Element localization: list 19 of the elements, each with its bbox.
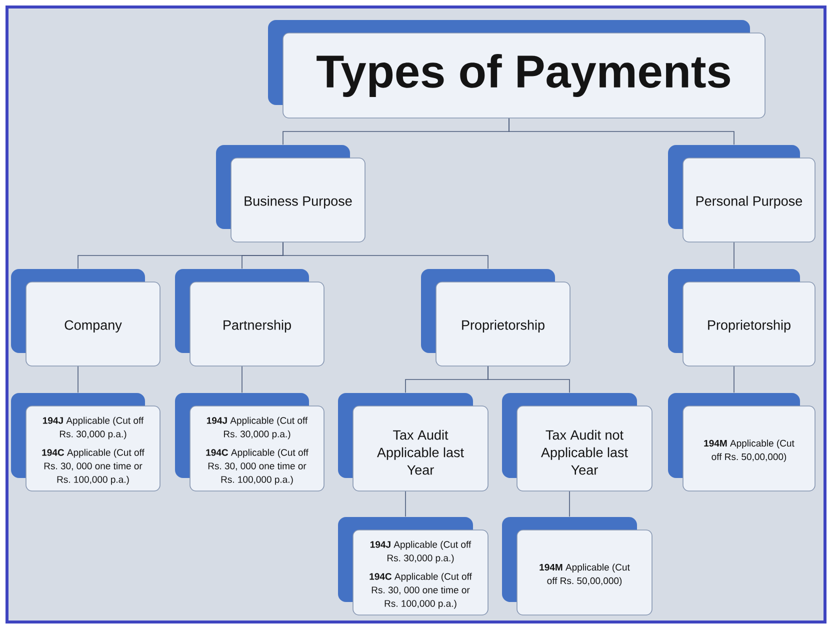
connector-line — [405, 491, 406, 517]
note-box: 194J Applicable (Cut off Rs. 30,000 p.a.) 194C Applicable (Cut off Rs. 30, 000 one time or Rs. 100,000 p.a.) — [338, 517, 488, 616]
note-box: 194M Applicable (Cut off Rs. 50,00,000) — [668, 393, 816, 492]
connector-line — [569, 491, 570, 517]
category-box: Partnership — [175, 269, 324, 366]
category-box: Business Purpose — [216, 145, 366, 242]
connector-line — [282, 242, 488, 269]
category-box: Tax Audit Applicable last Year — [338, 393, 488, 492]
note-box: 194J Applicable (Cut off Rs. 30,000 p.a.) 194C Applicable (Cut off Rs. 30, 000 one time or Rs. 100,000 p.a.) — [175, 393, 324, 492]
note-box: 194M Applicable (Cut off Rs. 50,00,000) — [502, 517, 652, 616]
connector-line — [508, 118, 734, 145]
category-box: Personal Purpose — [668, 145, 816, 242]
note-box: 194J Applicable (Cut off Rs. 30,000 p.a.) 194C Applicable (Cut off Rs. 30, 000 one time or Rs. 100,000 p.a.) — [11, 393, 160, 492]
category-box: Tax Audit not Applicable last Year — [502, 393, 652, 492]
category-box: Proprietorship — [421, 269, 570, 366]
category-box: Proprietorship — [668, 269, 816, 366]
title-box: Types of Payments — [268, 20, 766, 118]
category-box: Company — [11, 269, 160, 366]
connector-line — [488, 366, 570, 393]
